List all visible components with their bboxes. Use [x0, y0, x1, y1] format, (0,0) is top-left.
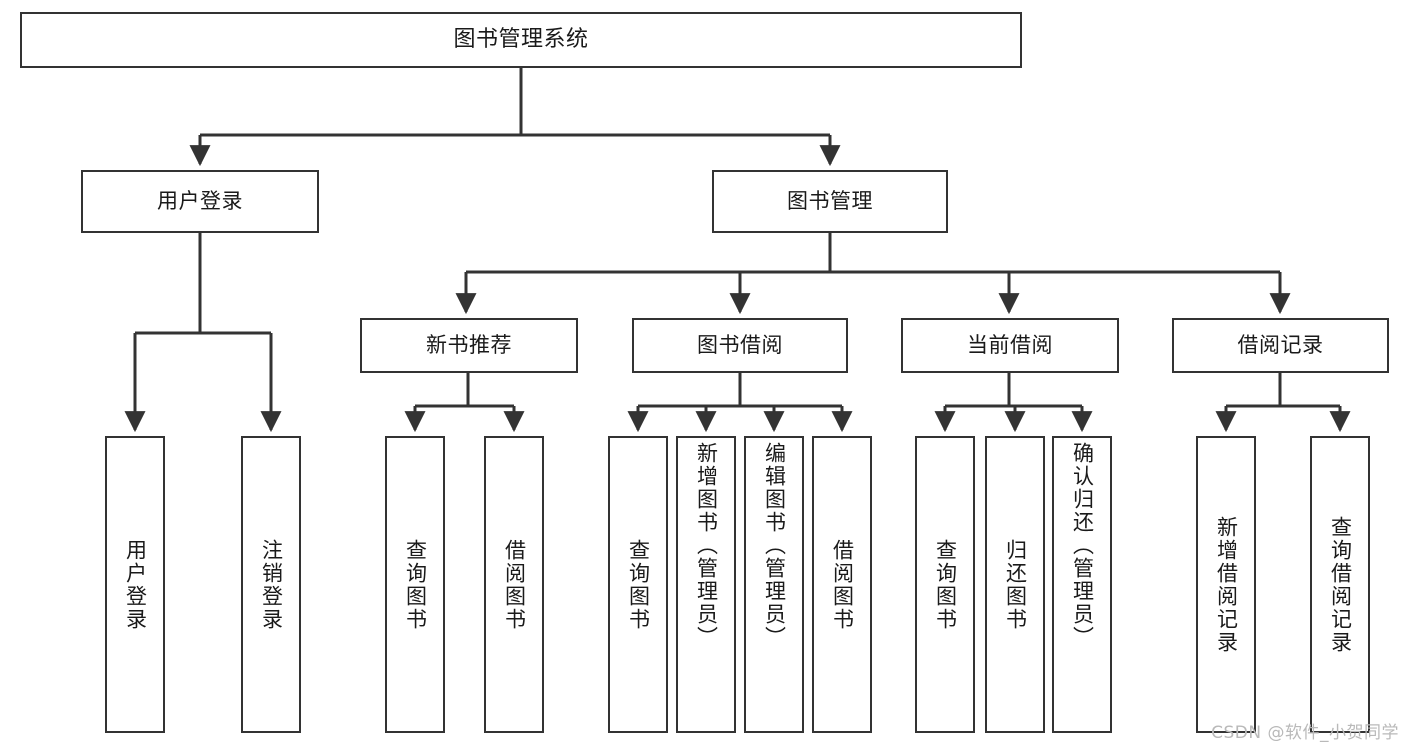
leaf-edit-book-admin[interactable]: 编辑图书（管理员） — [744, 436, 804, 733]
leaf-logout-label: 注销登录 — [259, 538, 284, 631]
leaf-add-borrow-record[interactable]: 新增借阅记录 — [1196, 436, 1256, 733]
node-book-borrow[interactable]: 图书借阅 — [632, 318, 848, 373]
leaf-query-book-borrow[interactable]: 查询图书 — [608, 436, 668, 733]
node-root-label: 图书管理系统 — [453, 26, 589, 52]
node-new-book-recommend[interactable]: 新书推荐 — [360, 318, 578, 373]
node-root[interactable]: 图书管理系统 — [20, 12, 1022, 68]
node-user-login-label: 用户登录 — [157, 188, 243, 213]
leaf-return-book[interactable]: 归还图书 — [985, 436, 1045, 733]
leaf-add-book-admin-label: 新增图书（管理员） — [694, 442, 719, 649]
leaf-query-book-recommend-label: 查询图书 — [403, 538, 428, 631]
leaf-edit-book-admin-label: 编辑图书（管理员） — [762, 442, 787, 649]
leaf-borrow-book-recommend-label: 借阅图书 — [502, 538, 527, 631]
leaf-add-borrow-record-label: 新增借阅记录 — [1214, 515, 1239, 654]
node-book-borrow-label: 图书借阅 — [697, 332, 783, 357]
leaf-confirm-return-admin-label: 确认归还（管理员） — [1070, 442, 1095, 649]
leaf-query-borrow-record-label: 查询借阅记录 — [1328, 515, 1353, 654]
watermark: CSDN @软件_小贺同学 — [1211, 723, 1399, 743]
leaf-logout[interactable]: 注销登录 — [241, 436, 301, 733]
leaf-borrow-book-recommend[interactable]: 借阅图书 — [484, 436, 544, 733]
leaf-borrow-book-label: 借阅图书 — [830, 538, 855, 631]
leaf-confirm-return-admin[interactable]: 确认归还（管理员） — [1052, 436, 1112, 733]
leaf-borrow-book[interactable]: 借阅图书 — [812, 436, 872, 733]
leaf-query-book-current-label: 查询图书 — [933, 538, 958, 631]
leaf-query-book-recommend[interactable]: 查询图书 — [385, 436, 445, 733]
leaf-user-login[interactable]: 用户登录 — [105, 436, 165, 733]
node-user-login[interactable]: 用户登录 — [81, 170, 319, 233]
node-borrow-record-label: 借阅记录 — [1237, 332, 1324, 357]
node-current-borrow[interactable]: 当前借阅 — [901, 318, 1119, 373]
leaf-query-book-borrow-label: 查询图书 — [626, 538, 651, 631]
leaf-query-borrow-record[interactable]: 查询借阅记录 — [1310, 436, 1370, 733]
node-book-management-label: 图书管理 — [787, 188, 873, 213]
node-new-book-recommend-label: 新书推荐 — [426, 332, 512, 357]
leaf-user-login-label: 用户登录 — [123, 538, 148, 631]
leaf-query-book-current[interactable]: 查询图书 — [915, 436, 975, 733]
leaf-add-book-admin[interactable]: 新增图书（管理员） — [676, 436, 736, 733]
node-borrow-record[interactable]: 借阅记录 — [1172, 318, 1389, 373]
node-current-borrow-label: 当前借阅 — [967, 332, 1053, 357]
leaf-return-book-label: 归还图书 — [1003, 538, 1028, 631]
node-book-management[interactable]: 图书管理 — [712, 170, 948, 233]
